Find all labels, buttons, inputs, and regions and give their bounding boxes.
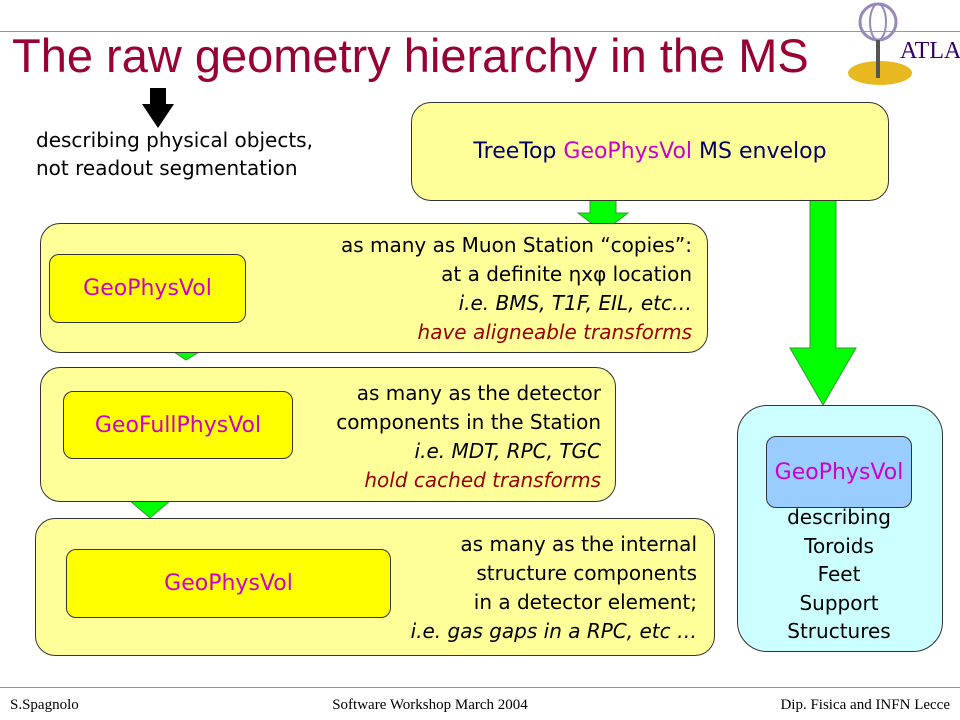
desc-line: Toroids xyxy=(804,533,874,558)
level3-geophysvol: GeoPhysVol xyxy=(66,549,391,618)
desc-line: as many as the internal xyxy=(460,532,697,556)
right-geophysvol: GeoPhysVol xyxy=(766,436,912,508)
atlas-logo-icon xyxy=(848,2,912,85)
desc-line: as many as the detector xyxy=(356,381,601,405)
footer-institution: Dip. Fisica and INFN Lecce xyxy=(780,697,950,713)
footer-rule xyxy=(0,687,960,688)
level1-box xyxy=(40,223,708,353)
desc-line: hold cached transforms xyxy=(364,468,601,492)
desc-line: i.e. gas gaps in a RPC, etc … xyxy=(410,619,697,643)
desc-line: Support xyxy=(799,590,879,615)
arrow-top-to-right xyxy=(789,199,857,406)
down-arrow-icon xyxy=(142,88,174,128)
footer-event: Software Workshop March 2004 xyxy=(332,697,528,713)
level2-geofullphysvol: GeoFullPhysVol xyxy=(63,391,293,459)
right-description: describing Toroids Feet Support Structur… xyxy=(737,503,941,646)
treetop-box: TreeTop GeoPhysVol MS envelop xyxy=(411,102,889,201)
level2-description: as many as the detector components in th… xyxy=(336,379,601,495)
header-rule xyxy=(0,31,960,32)
desc-line: components in the Station xyxy=(336,410,601,434)
desc-line: i.e. MDT, RPC, TGC xyxy=(414,439,601,463)
level1-description: as many as Muon Station “copies”: at a d… xyxy=(341,231,692,347)
desc-line: have aligneable transforms xyxy=(417,320,692,344)
logo-text: ATLAS xyxy=(900,38,960,64)
footer-author: S.Spagnolo xyxy=(10,697,79,713)
desc-line: in a detector element; xyxy=(473,590,697,614)
note-line: not readout segmentation xyxy=(36,156,298,180)
desc-line: as many as Muon Station “copies”: xyxy=(340,233,692,257)
desc-line: Structures xyxy=(787,619,891,643)
ms-envelop-label: MS envelop xyxy=(699,139,827,164)
desc-line: i.e. BMS, T1F, EIL, etc… xyxy=(458,291,692,315)
desc-line: Feet xyxy=(817,562,861,586)
note-line: describing physical objects, xyxy=(36,128,313,152)
slide-title: The raw geometry hierarchy in the MS xyxy=(12,29,809,82)
atlas-logo: ATLAS xyxy=(830,0,960,90)
note-text: describing physical objects, not readout… xyxy=(36,126,313,182)
geophysvol-label: GeoPhysVol xyxy=(563,139,693,164)
desc-line: at a definite ηxφ location xyxy=(441,262,692,286)
desc-line: describing xyxy=(787,505,891,529)
level1-geophysvol: GeoPhysVol xyxy=(49,254,246,323)
desc-line: structure components xyxy=(476,561,697,585)
treetop-label: TreeTop xyxy=(473,139,557,164)
level3-description: as many as the internal structure compon… xyxy=(411,530,697,646)
